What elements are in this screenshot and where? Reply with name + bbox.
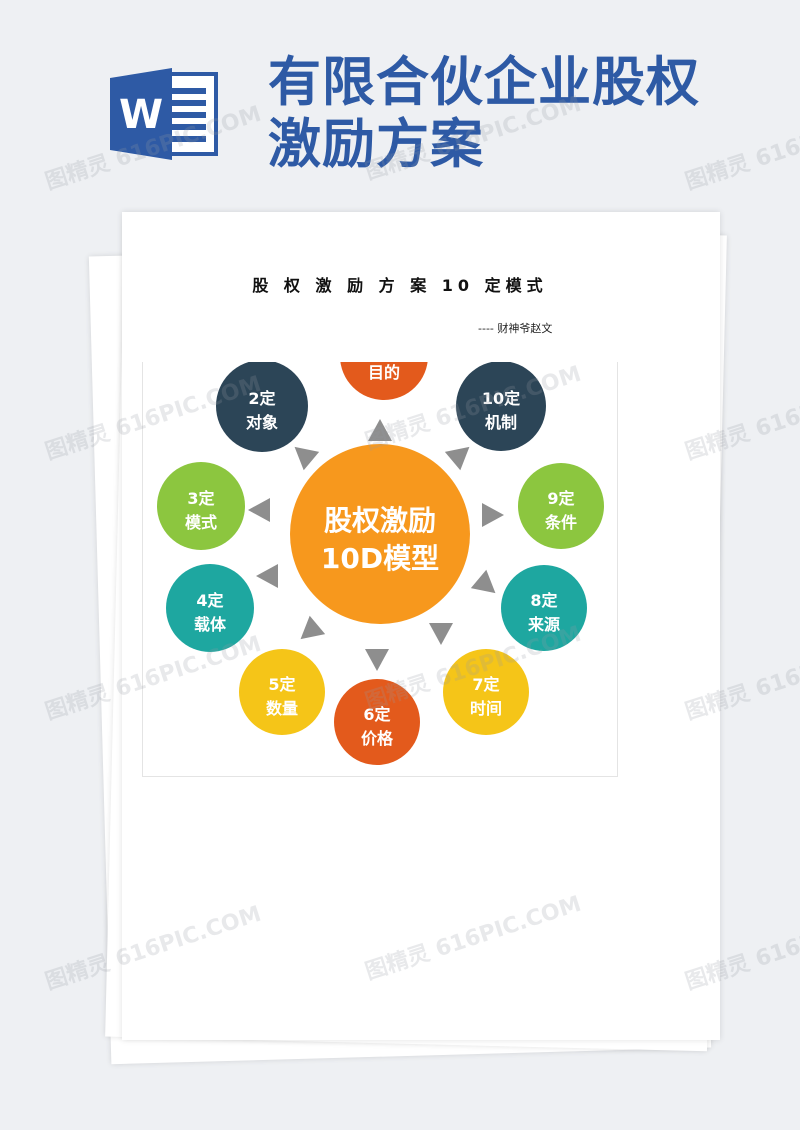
node-circle [518,463,604,549]
node-circle [334,679,420,765]
node-label-line-1: 9定 [547,489,574,508]
node-label-line-2: 条件 [544,513,577,532]
node-label-line-1: 2定 [248,389,275,408]
arrow-icon [470,569,496,594]
node-label-line-1: 6定 [363,705,390,724]
node-circle [166,564,254,652]
center-label-line-1: 股权激励 [324,504,436,537]
node-circle [501,565,587,651]
arrow-icon [256,564,278,588]
arrow-icon [300,615,326,640]
node-label-line-2: 数量 [266,699,298,718]
node-circle [157,462,245,550]
node-circle [443,649,529,735]
node-label-line-1: 7定 [472,675,499,694]
node-label-line-2: 机制 [485,413,517,432]
node-label-line-1: 5定 [268,675,295,694]
node-label-line-2: 来源 [527,615,560,634]
page-title-line-1: 有限合伙企业股权 [268,52,700,113]
node-label-line-2: 目的 [368,363,400,382]
arrow-icon [368,419,392,441]
node-circle [216,362,308,452]
node-circle [456,362,546,451]
equity-incentive-10d-diagram: 股权激励 10D模型 目的 10定机制 9定条件 8定来源 7定时间 6定价格 5定数量 4定载体… [142,362,618,777]
arrow-icon [365,649,389,671]
page-title: 有限合伙企业股权 激励方案 [268,52,768,176]
node-label-line-2: 时间 [470,699,502,718]
word-document-icon: W [110,68,218,160]
node-circle [340,362,428,400]
arrow-icon [444,446,470,471]
arrow-icon [482,503,504,527]
node-circle [239,649,325,735]
document-title: 股 权 激 励 方 案 10 定模式 [252,276,548,295]
arrow-icon [294,446,320,471]
node-label-line-2: 载体 [194,615,227,634]
center-circle [290,444,470,624]
word-icon-letter: W [119,92,163,138]
arrow-icon [429,623,453,645]
node-label-line-2: 模式 [185,513,217,532]
node-label-line-1: 10定 [482,389,520,408]
node-label-line-1: 4定 [196,591,223,610]
document-author: ---- 财神爷赵文 [478,322,553,335]
page-title-line-2: 激励方案 [268,114,484,175]
node-label-line-2: 对象 [246,413,278,432]
node-label-line-1: 8定 [530,591,557,610]
node-label-line-1: 3定 [187,489,214,508]
node-label-line-2: 价格 [361,729,394,748]
center-label-line-2: 10D模型 [321,542,439,575]
arrow-icon [248,498,270,522]
